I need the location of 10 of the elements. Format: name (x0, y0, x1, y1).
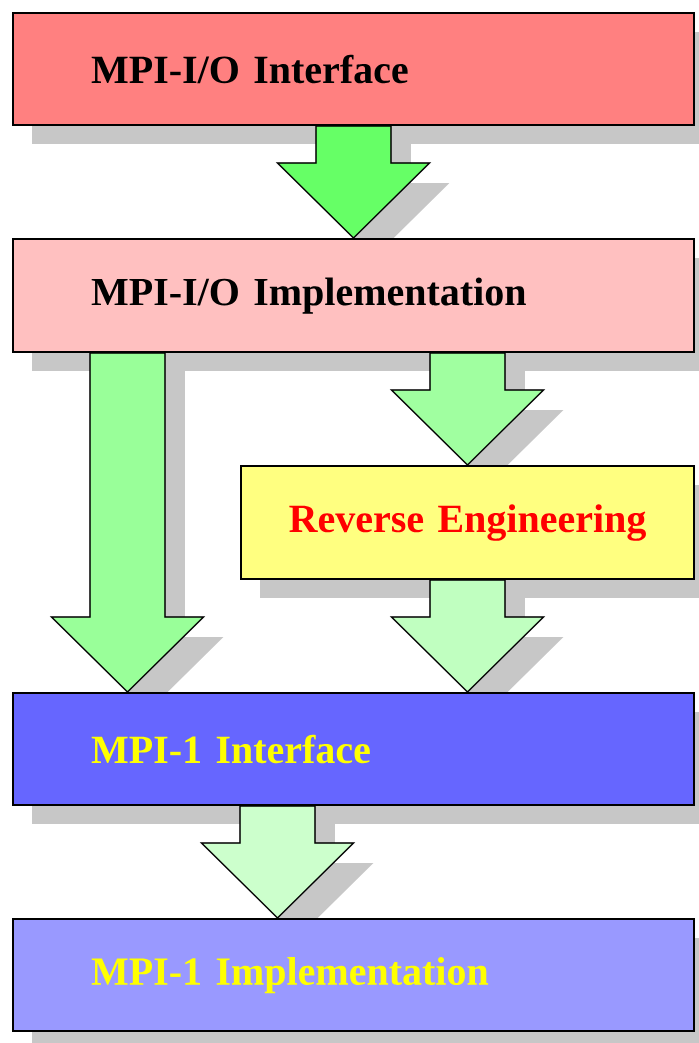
process-box: Reverse Engineering (240, 465, 699, 598)
block-arrow (389, 579, 564, 694)
block-arrow (275, 125, 450, 240)
process-box: MPI-1 Implementation (12, 918, 699, 1043)
process-box: MPI-I/O Interface (12, 12, 699, 144)
process-box: MPI-1 Interface (12, 692, 699, 824)
block-arrow (389, 352, 564, 467)
block-arrow (49, 352, 224, 694)
block-arrow (199, 805, 374, 920)
process-box: MPI-I/O Implementation (12, 238, 699, 371)
